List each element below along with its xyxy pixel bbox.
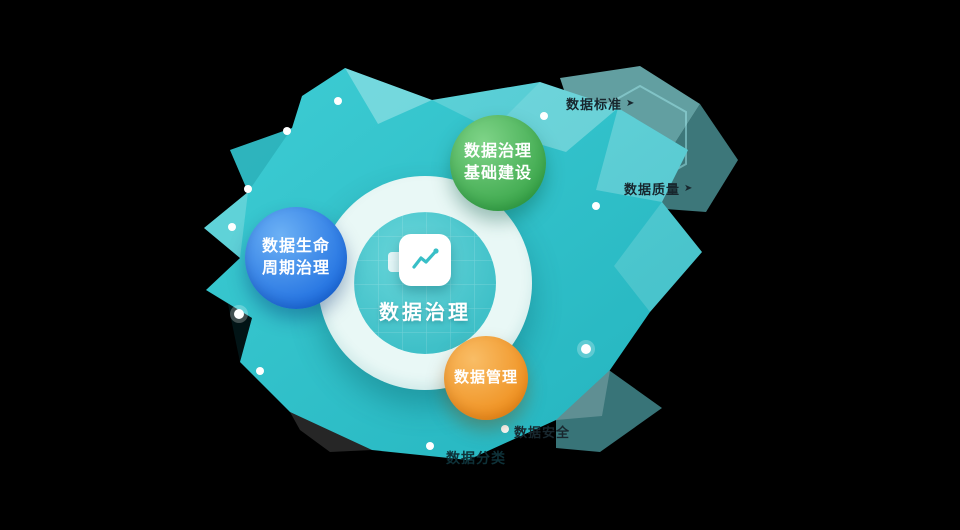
center-icon-card (399, 234, 451, 286)
node-governance-infrastructure: 数据治理 基础建设 (450, 115, 546, 211)
annotation-label: 数据安全 (514, 425, 571, 440)
node-data-lifecycle: 数据生命 周期治理 (245, 207, 347, 309)
annotation-label: 数据分类 (446, 450, 506, 466)
annotation-label: 数据标准 (566, 97, 623, 112)
annotation-data-security: 数据安全 (514, 422, 570, 441)
node-label-line: 数据治理 (463, 143, 532, 161)
node-label-line: 数据管理 (453, 368, 518, 386)
arrow-icon: ➤ (684, 182, 694, 194)
node-label-line: 周期治理 (261, 260, 330, 277)
decor-dots (228, 97, 600, 450)
annotation-label: 数据质量 (624, 182, 681, 197)
node-label-line: 数据生命 (261, 238, 330, 256)
annotation-data-quality: 数据质量 ➤ (624, 179, 693, 198)
annotation-data-classification: 数据分类 (446, 448, 506, 468)
node-data-management: 数据管理 (444, 336, 528, 420)
center-label: 数据治理 (379, 302, 471, 324)
line-chart-icon (412, 248, 439, 269)
arrow-icon: ➤ (626, 97, 636, 109)
annotation-data-standard: 数据标准 ➤ (566, 94, 635, 113)
node-label-line: 基础建设 (463, 165, 532, 182)
